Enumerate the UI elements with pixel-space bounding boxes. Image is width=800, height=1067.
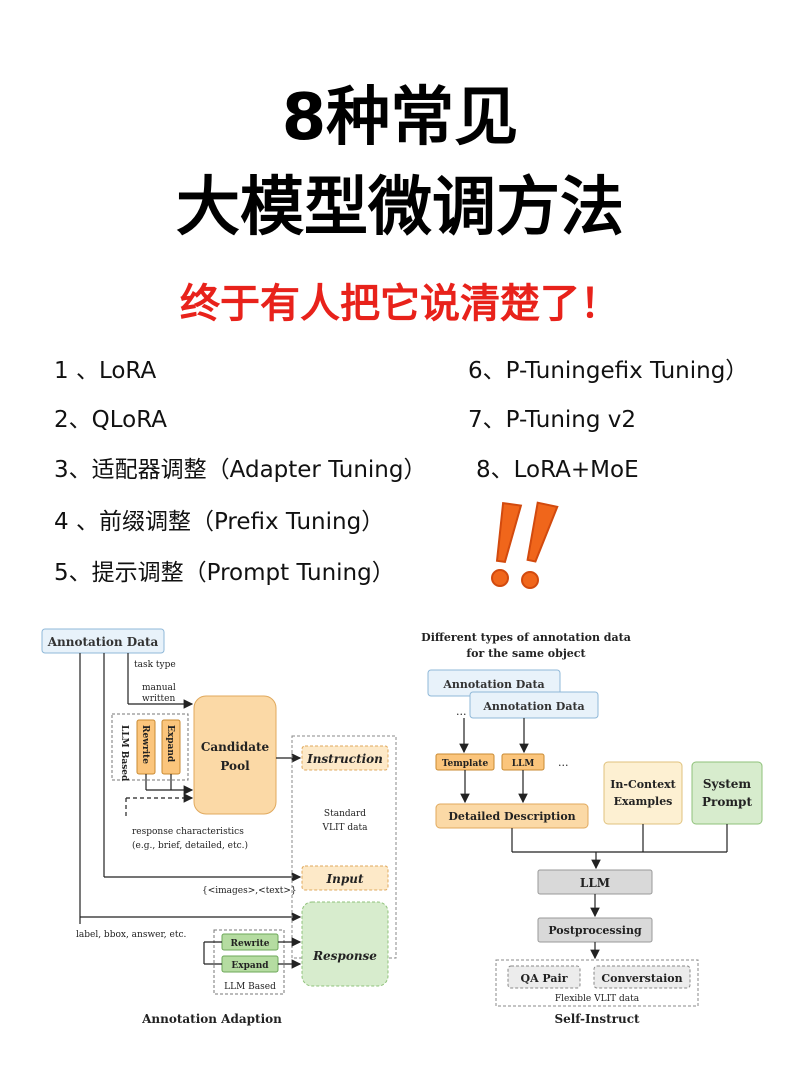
conversation-box — [593, 965, 691, 989]
annotation-data-back-label: Annotation Data — [442, 678, 544, 691]
method-item: 2、QLoRA — [54, 407, 168, 433]
detailed-description-label: Detailed Description — [448, 810, 575, 823]
input-box — [301, 865, 389, 891]
method-item: 8、LoRA+MoE — [476, 457, 639, 483]
method-item: 1 、LoRA — [54, 358, 157, 384]
flexible-vlit-label: Flexible VLIT data — [555, 994, 640, 1004]
flexible-vlit-container — [495, 959, 699, 1007]
label-bbox-label: label, bbox, answer, etc. — [76, 930, 186, 940]
annotation-data-front-box — [469, 691, 599, 719]
expand-horizontal-label: Expand — [231, 961, 269, 971]
self-instruct-header-1: Different types of annotation data — [421, 631, 631, 644]
double-exclamation-icon — [491, 501, 559, 589]
llm-label: LLM — [580, 876, 610, 890]
title-line-1: 8种常见 — [281, 81, 519, 155]
task-type-label: task type — [134, 660, 176, 670]
annotation-data-box — [41, 628, 165, 654]
manual-label: manual — [142, 683, 176, 693]
system-prompt-box — [691, 761, 763, 825]
in-context-examples-box — [603, 761, 683, 825]
method-item: 5、提示调整（Prompt Tuning） — [54, 560, 395, 586]
method-item: 6、P-Tuningefix Tuning） — [468, 358, 749, 384]
dots-1: ... — [456, 705, 467, 718]
subtitle: 终于有人把它说清楚了！ — [180, 281, 620, 327]
expand-vertical-label: Expand — [165, 725, 175, 763]
examples-label: Examples — [614, 795, 673, 808]
candidate-label: Candidate — [201, 740, 270, 754]
annotation-adaption-diagram: Annotation Data task type manual written… — [41, 628, 397, 1026]
candidate-pool-box — [193, 695, 277, 815]
method-item: 7、P-Tuning v2 — [468, 407, 637, 433]
llm-based-vertical-label: LLM Based — [119, 725, 129, 782]
postprocessing-label: Postprocessing — [548, 924, 642, 937]
pool-label: Pool — [220, 759, 250, 773]
qa-pair-box — [507, 965, 581, 989]
response-characteristics-label: response characteristics — [132, 827, 244, 837]
response-box — [301, 901, 389, 987]
method-item: 3、适配器调整（Adapter Tuning） — [54, 457, 427, 483]
input-label: Input — [326, 872, 364, 886]
annotation-adaption-caption: Annotation Adaption — [141, 1012, 282, 1026]
self-instruct-caption: Self-Instruct — [554, 1012, 640, 1026]
prompt-label: Prompt — [702, 795, 752, 809]
in-context-label: In-Context — [610, 778, 676, 791]
template-label: Template — [442, 759, 489, 769]
method-item: 4 、前缀调整（Prefix Tuning） — [54, 509, 385, 535]
response-characteristics-examples: (e.g., brief, detailed, etc.) — [132, 840, 248, 851]
annotation-data-front-label: Annotation Data — [482, 700, 584, 713]
self-instruct-diagram: Different types of annotation data for t… — [421, 631, 763, 1026]
rewrite-vertical-label: Rewrite — [140, 725, 150, 764]
annotation-data-label: Annotation Data — [47, 635, 159, 649]
written-label: written — [142, 694, 175, 704]
system-label: System — [703, 777, 752, 791]
llm-based-label: LLM Based — [224, 982, 276, 992]
llm-small-label: LLM — [512, 759, 535, 769]
vlit-data-label: VLIT data — [321, 823, 368, 833]
qa-pair-label: QA Pair — [520, 972, 567, 985]
title-line-2: 大模型微调方法 — [176, 171, 624, 245]
rewrite-horizontal-label: Rewrite — [231, 939, 270, 949]
response-label: Response — [312, 949, 377, 963]
self-instruct-header-2: for the same object — [466, 647, 586, 660]
instruction-label: Instruction — [306, 752, 383, 766]
fine-tuning-diagram: Annotation Data task type manual written… — [41, 628, 763, 1026]
instruction-box — [301, 745, 389, 771]
standard-label: Standard — [324, 809, 366, 819]
conversation-label: Converstaion — [601, 972, 682, 985]
dots-2: ... — [558, 756, 569, 769]
images-text-label: {<images>,<text>} — [202, 886, 297, 896]
